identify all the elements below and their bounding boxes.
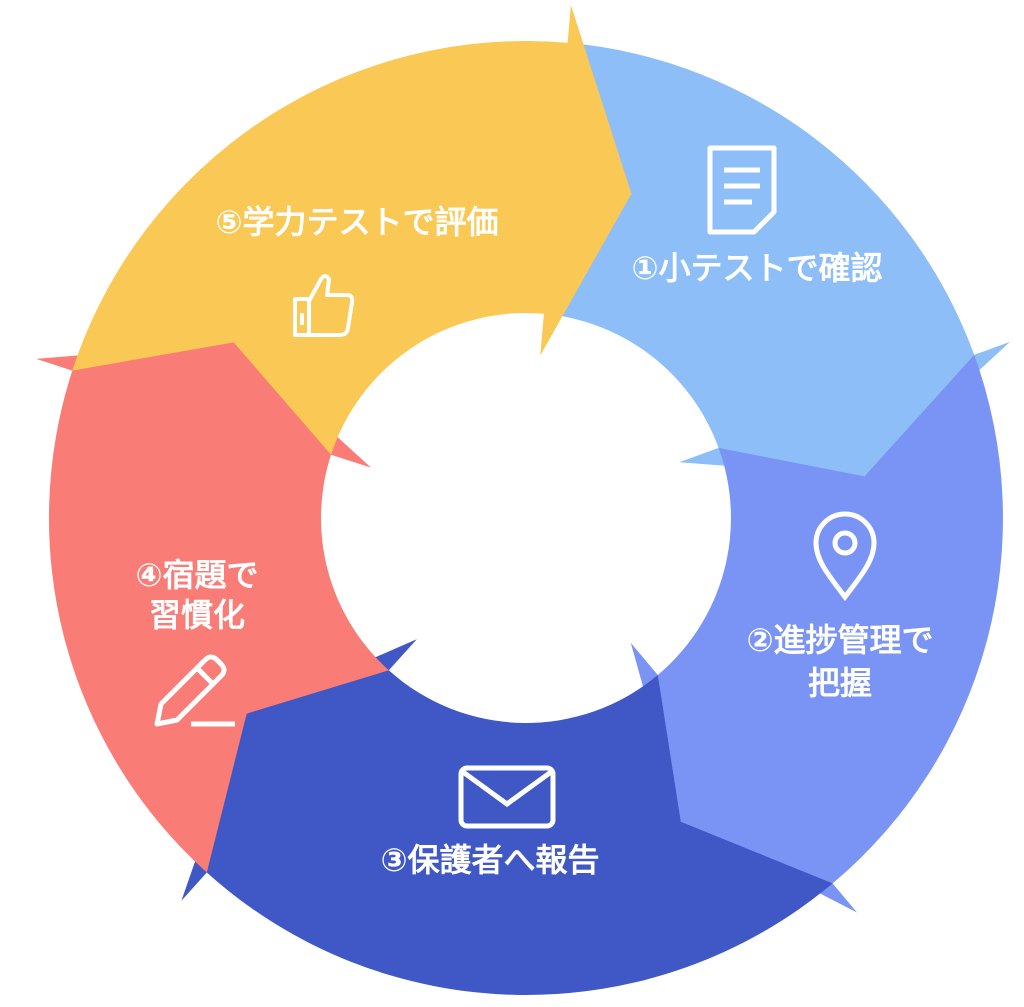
step-4-label-line1: ④宿題で <box>135 556 259 594</box>
step-5-arrow-segment <box>72 5 632 455</box>
pencil-icon <box>154 654 235 727</box>
location-pin-icon <box>813 511 877 602</box>
step-2-label-line1: ②進捗管理で <box>746 621 934 659</box>
step-5-label: ⑤学力テストで評価 <box>215 203 499 241</box>
envelope-icon <box>458 765 556 829</box>
step-3-arrow-segment <box>181 639 833 996</box>
step-1-arrow-segment <box>543 42 1010 477</box>
step-4-arrow-segment <box>36 342 389 873</box>
document-icon <box>707 145 777 235</box>
step-2-label-line2: 把握 <box>807 664 873 702</box>
step-3-label: ③保護者へ報告 <box>380 841 600 879</box>
step-1-label: ①小テストで確認 <box>631 249 883 287</box>
step-2-arrow-segment <box>630 354 1003 913</box>
step-4-label-line2: 習慣化 <box>148 596 246 634</box>
thumbs-up-icon <box>293 274 355 337</box>
